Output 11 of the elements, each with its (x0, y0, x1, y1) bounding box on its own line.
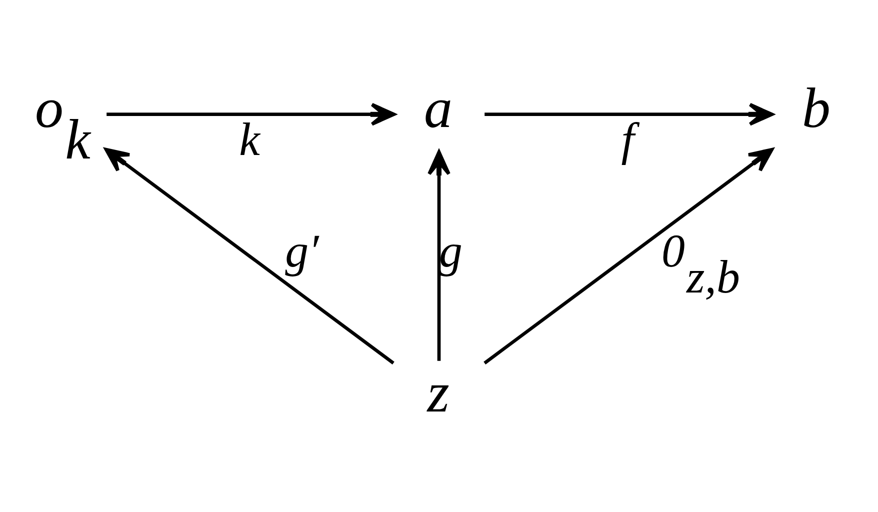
node-text: b (802, 76, 830, 140)
arrow (104, 147, 394, 364)
arrow (484, 102, 774, 126)
edge-label: g′ (285, 224, 319, 277)
arrow (484, 147, 774, 364)
node-text: z (427, 361, 450, 424)
edge-label: g (439, 224, 462, 277)
edge-label: k (239, 114, 260, 166)
arrow (106, 102, 396, 126)
node-text: a (424, 76, 452, 140)
arrow (428, 150, 450, 360)
